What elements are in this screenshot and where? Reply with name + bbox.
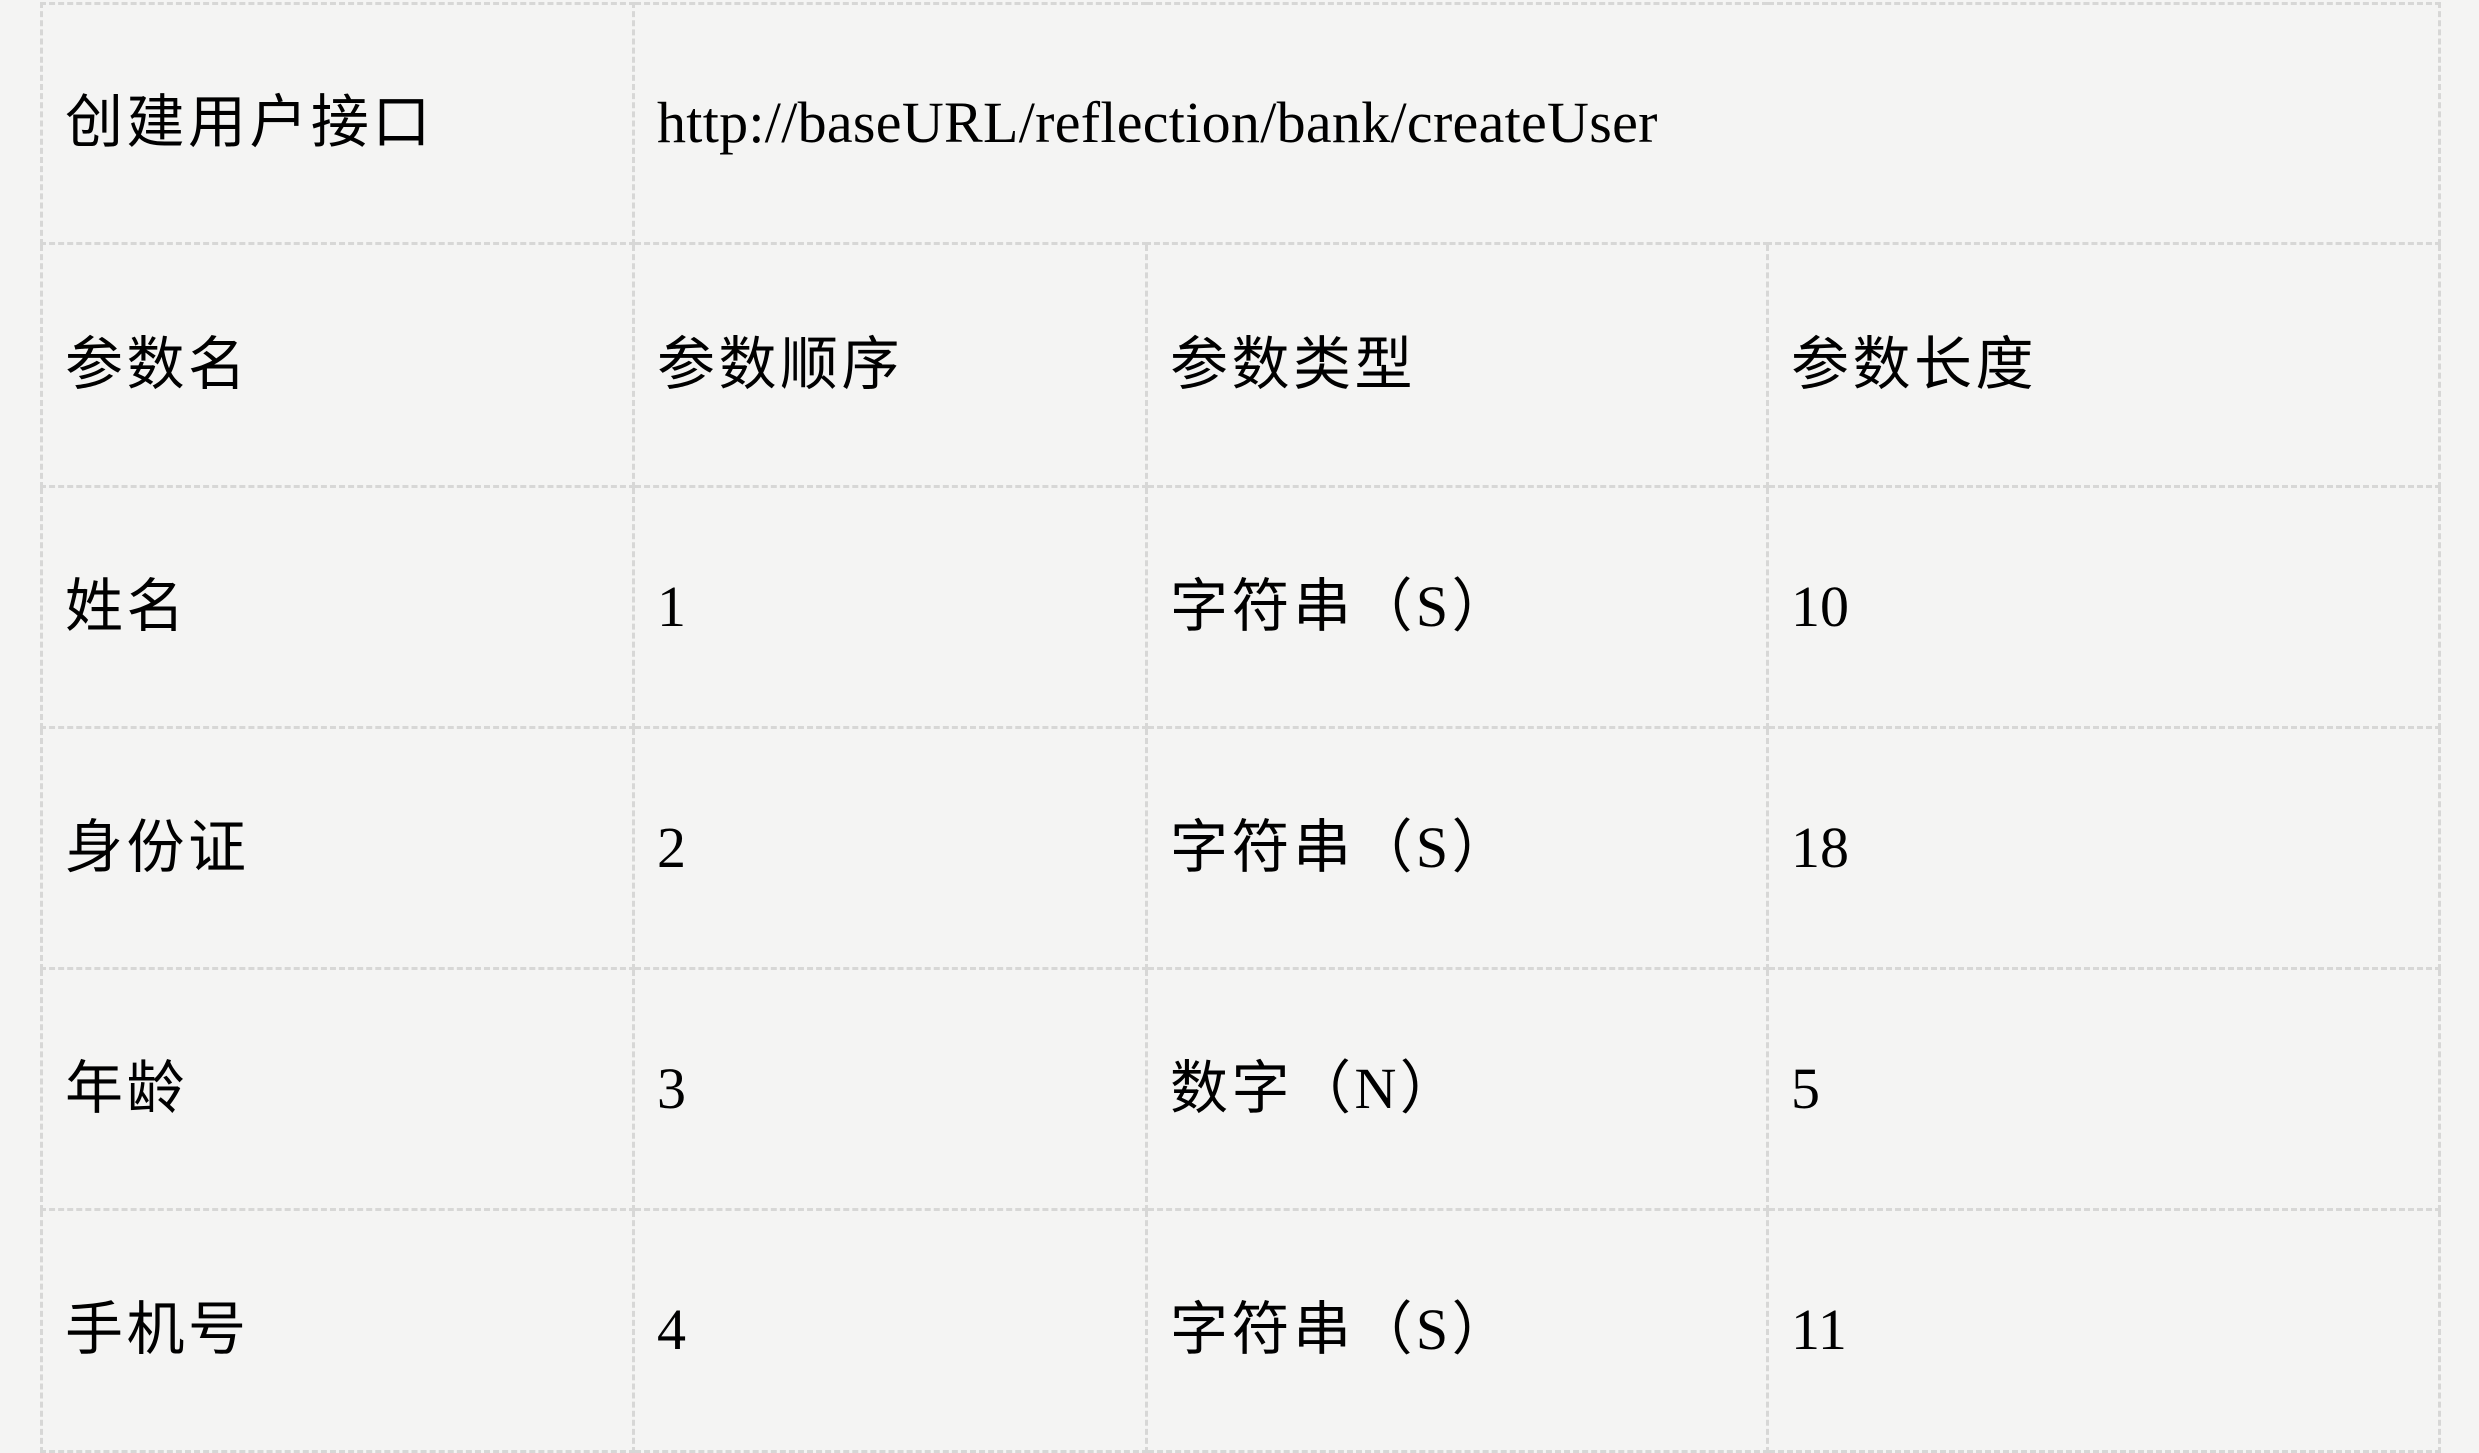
table-row: 身份证 2 字符串（S） 18 <box>40 726 2442 970</box>
cell-param-name: 年龄 <box>40 967 635 1211</box>
cell-param-order: 1 <box>632 485 1148 729</box>
api-parameter-table: 创建用户接口 http://baseURL/reflection/bank/cr… <box>40 2 2442 1453</box>
cell-param-order: 4 <box>632 1208 1148 1453</box>
cell-param-length: 11 <box>1765 1208 2442 1453</box>
cell-param-order: 2 <box>632 726 1148 970</box>
cell-param-name: 手机号 <box>40 1208 635 1453</box>
cell-param-name: 姓名 <box>40 485 635 729</box>
column-header-param-name: 参数名 <box>40 242 635 488</box>
interface-label-cell: 创建用户接口 <box>40 2 635 245</box>
cell-param-type: 数字（N） <box>1145 967 1769 1211</box>
cell-param-type: 字符串（S） <box>1145 485 1769 729</box>
table-row: 姓名 1 字符串（S） 10 <box>40 485 2442 729</box>
column-header-param-type: 参数类型 <box>1145 242 1769 488</box>
cell-param-length: 10 <box>1765 485 2442 729</box>
table-row: 年龄 3 数字（N） 5 <box>40 967 2442 1211</box>
cell-param-order: 3 <box>632 967 1148 1211</box>
column-header-param-order: 参数顺序 <box>632 242 1148 488</box>
cell-param-length: 18 <box>1765 726 2442 970</box>
column-header-param-length: 参数长度 <box>1765 242 2442 488</box>
cell-param-type: 字符串（S） <box>1145 1208 1769 1453</box>
table-row-interface-title: 创建用户接口 http://baseURL/reflection/bank/cr… <box>40 2 2442 245</box>
interface-url-cell: http://baseURL/reflection/bank/createUse… <box>631 2 2442 245</box>
table-row: 手机号 4 字符串（S） 11 <box>40 1208 2442 1453</box>
cell-param-name: 身份证 <box>40 726 635 970</box>
table-header-row: 参数名 参数顺序 参数类型 参数长度 <box>40 242 2442 488</box>
cell-param-type: 字符串（S） <box>1145 726 1769 970</box>
cell-param-length: 5 <box>1765 967 2442 1211</box>
